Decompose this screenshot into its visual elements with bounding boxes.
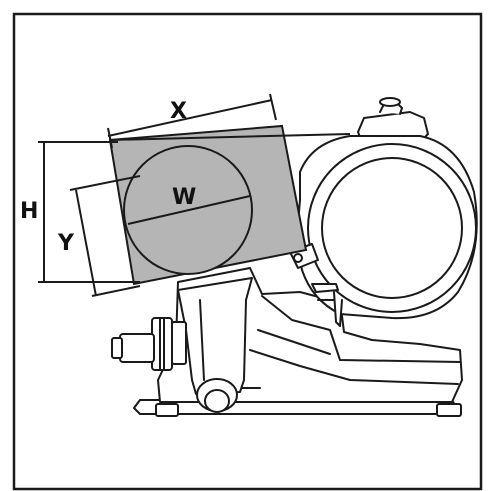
x-dim-line: [107, 99, 273, 137]
body-contour-mid: [257, 329, 331, 355]
y-dim-line: [75, 189, 97, 297]
column-edge: [199, 299, 205, 381]
x-dim-tick-left: [107, 127, 113, 149]
outer-border: [12, 12, 483, 491]
diameter-line: [127, 195, 251, 225]
top-reference-line: [109, 133, 351, 141]
body-contour-lower: [249, 349, 459, 385]
thickness-knob: [119, 333, 155, 363]
carriage-arm-cap: [171, 321, 187, 365]
x-dim-tick-right: [269, 93, 277, 121]
foot-left: [155, 403, 179, 417]
y-dim-tick-bottom: [91, 285, 141, 297]
lower-lever: [311, 283, 339, 293]
support-column: [177, 277, 253, 395]
guard-lever-pin: [293, 253, 303, 263]
label-y: Y: [57, 231, 75, 256]
carriage-knob-inner: [204, 389, 230, 413]
blade-inner: [321, 157, 463, 299]
slicer-machine: [111, 97, 478, 417]
foot-right: [436, 403, 462, 417]
sharpener-knob-cap: [379, 97, 401, 107]
body-contour-upper: [261, 295, 461, 363]
dimension-lines: [38, 93, 351, 297]
label-w: W: [172, 185, 196, 210]
label-x: X: [170, 99, 187, 124]
thickness-knob-cap: [111, 337, 123, 359]
product-tray: [108, 124, 308, 286]
y-dim-tick-top: [69, 175, 141, 191]
lower-lever-stem: [333, 291, 343, 327]
label-h: H: [20, 199, 38, 224]
